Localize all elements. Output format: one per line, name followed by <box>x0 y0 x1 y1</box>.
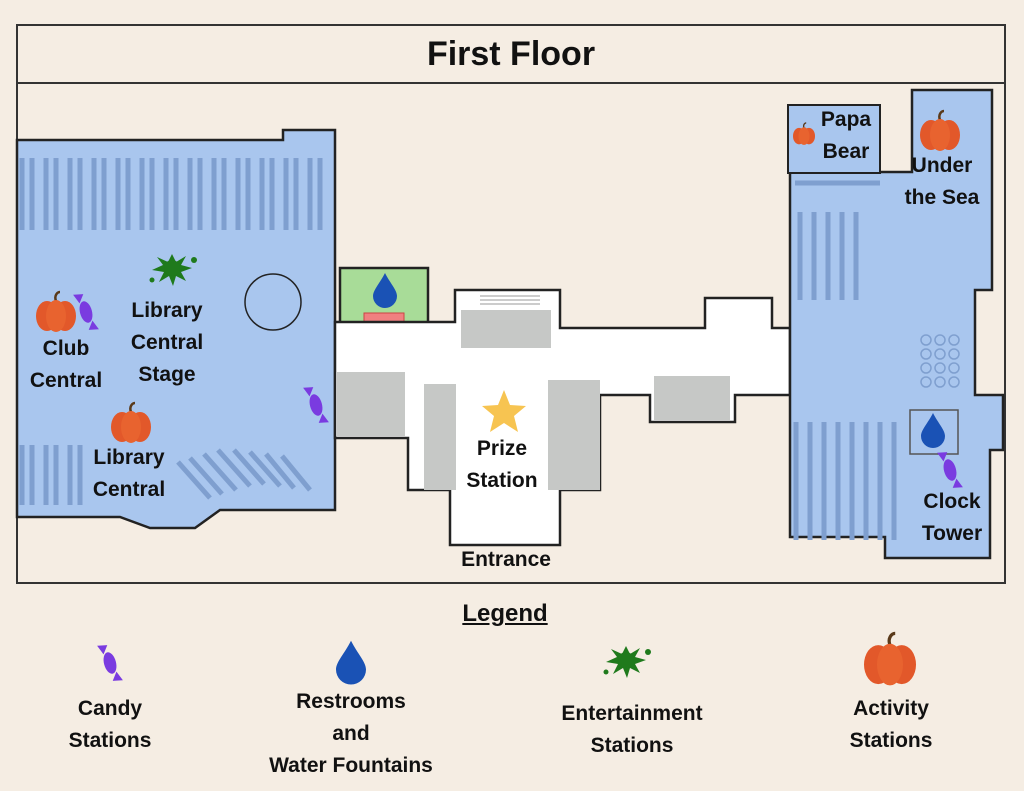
label-entrance: Entrance <box>461 548 551 571</box>
right-tables <box>920 334 960 388</box>
star-icon <box>482 390 526 432</box>
central-stage-circle <box>244 273 302 331</box>
page-title: First Floor <box>426 34 596 73</box>
entrance-stairs <box>480 295 540 305</box>
legend-pumpkin-icon <box>862 631 918 688</box>
legend-splat-icon <box>603 646 651 678</box>
gray-blocks <box>337 310 730 490</box>
right-shelves <box>793 180 897 540</box>
title-banner: First Floor <box>16 24 1006 84</box>
left-shelves-top <box>19 158 323 505</box>
legend-candy-icon <box>97 643 123 683</box>
legend-title: Legend <box>462 600 548 627</box>
legend-water-drop-icon <box>336 640 366 685</box>
